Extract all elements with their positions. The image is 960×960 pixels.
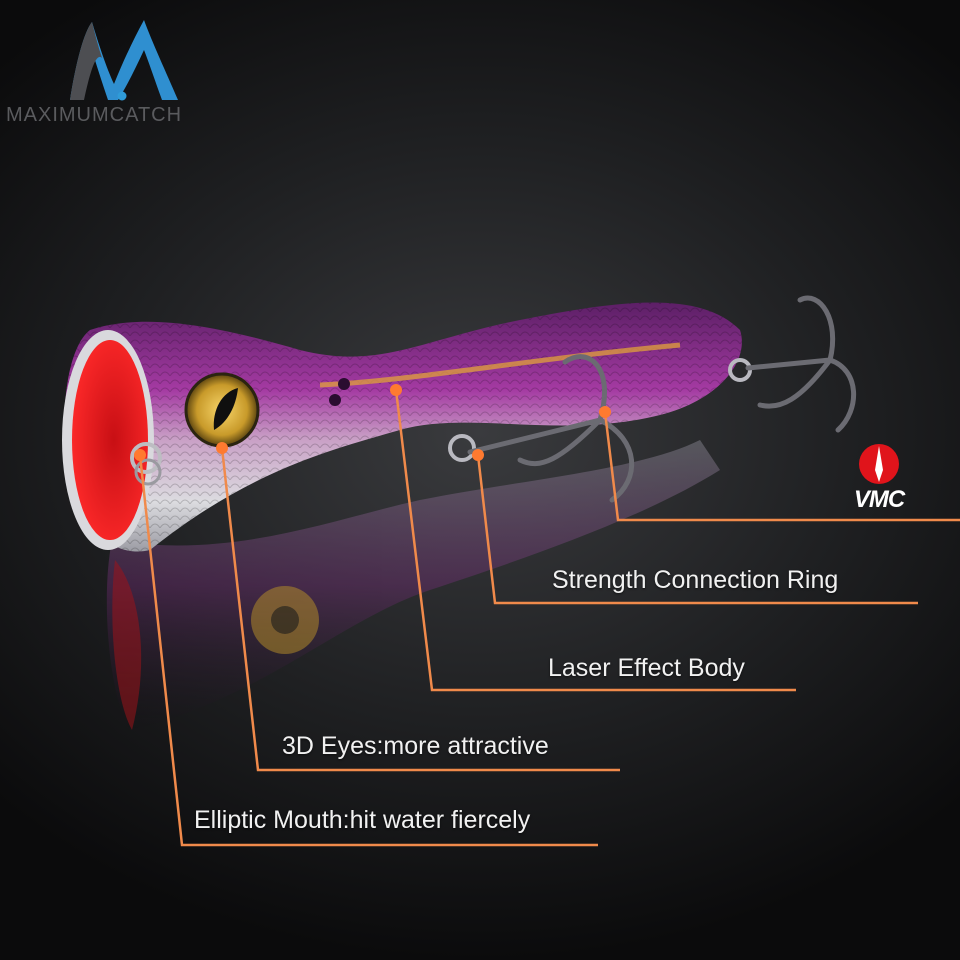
callout-laser-body: Laser Effect Body: [548, 654, 745, 682]
vmc-logo-icon: [859, 444, 899, 484]
callout-mouth: Elliptic Mouth:hit water fiercely: [194, 806, 531, 834]
lure-body: [64, 302, 742, 552]
lure-mouth: [62, 330, 162, 550]
vmc-logo: VMC: [836, 440, 922, 516]
brand-name: MAXIMUMCATCH: [6, 104, 183, 126]
callout-connection-ring: Strength Connection Ring: [552, 566, 839, 594]
lure-reflection: [106, 440, 720, 730]
callout-eyes: 3D Eyes:more attractive: [282, 732, 549, 760]
tail-treble-hook: [728, 295, 857, 433]
brand-logo: MAXIMUMCATCH: [0, 0, 250, 140]
callout-dots: [134, 384, 611, 461]
belly-treble-hook: [448, 354, 635, 503]
maximumcatch-m-logo-icon: [70, 20, 178, 101]
callout-leader-lines: [138, 389, 960, 847]
vmc-wordmark: VMC: [853, 486, 905, 513]
lure-eye: [184, 372, 260, 448]
